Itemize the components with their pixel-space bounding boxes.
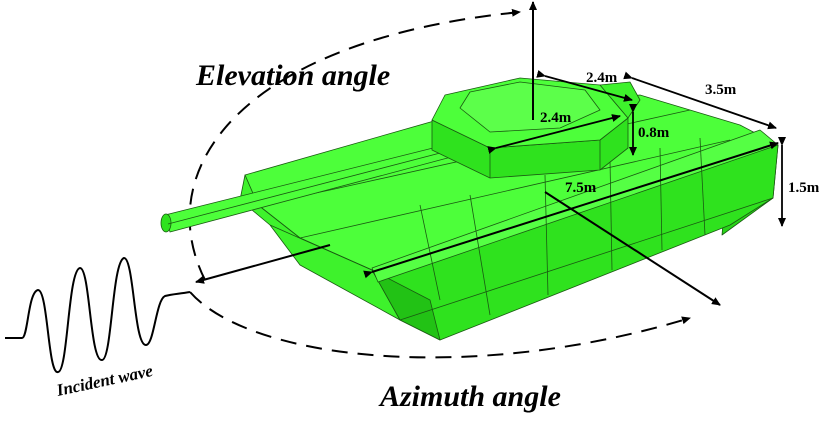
dim-label-hull-height: 1.5m (788, 180, 820, 196)
dim-line-hull-length (363, 141, 779, 279)
incident-wave-label: Incident wave (54, 361, 155, 400)
dim-line-turret-width-top (536, 70, 633, 102)
azimuth-arc (189, 291, 691, 359)
dim-label-turret-length: 2.4m (540, 110, 572, 126)
dim-label-hull-length: 7.5m (565, 180, 597, 196)
dim-line-hull-width (623, 71, 777, 130)
dim-label-turret-width-top: 2.4m (586, 70, 618, 86)
sine-wave-icon (5, 256, 191, 374)
dim-label-hull-width: 3.5m (705, 82, 737, 98)
incident-direction-arrow (195, 244, 331, 284)
dim-label-turret-height: 0.8m (638, 125, 670, 141)
elevation-angle-label: Elevation angle (195, 59, 390, 92)
azimuth-angle-label: Azimuth angle (378, 380, 561, 413)
